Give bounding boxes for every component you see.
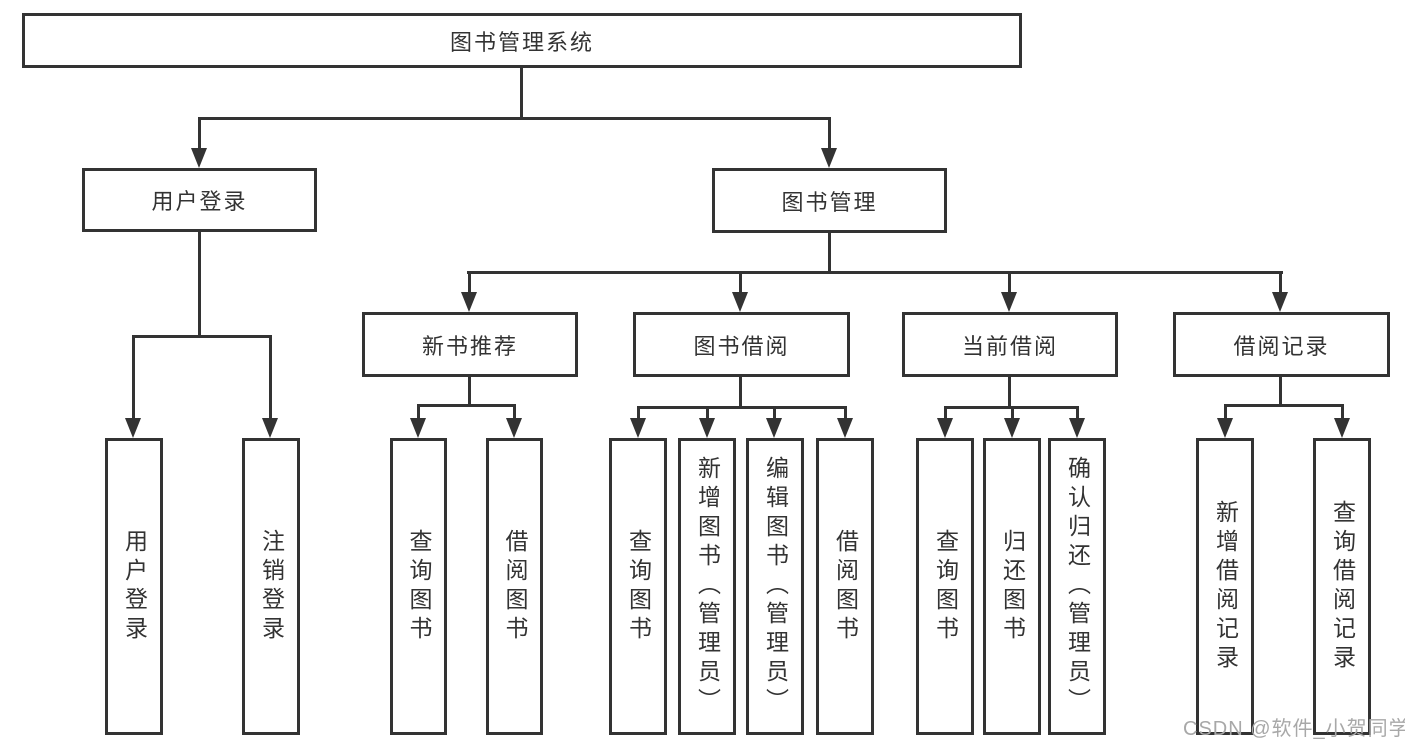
leaf-newbook-borrow-books: 借阅图书 — [486, 438, 543, 735]
connector-user-login-stem — [198, 232, 201, 338]
arrow-down-icon — [410, 418, 426, 438]
node-book-management: 图书管理 — [712, 168, 947, 233]
connector-borrowrecord-drop — [1279, 271, 1282, 292]
connector-leaf-drop — [1076, 406, 1079, 418]
leaf-user-login: 用户登录 — [105, 438, 163, 735]
connector-book-mgmt-bar — [467, 271, 1283, 274]
leaf-logout-login: 注销登录 — [242, 438, 300, 735]
leaf-newbook-query-books: 查询图书 — [390, 438, 447, 735]
arrow-down-icon — [191, 148, 207, 168]
arrow-down-icon — [1272, 292, 1288, 312]
node-user-login: 用户登录 — [82, 168, 317, 232]
leaf-return-books: 归还图书 — [983, 438, 1041, 735]
connector-user-login-drop — [198, 117, 201, 148]
connector-root-stem — [520, 68, 523, 120]
connector-leaf-drop — [132, 335, 135, 418]
arrow-down-icon — [732, 292, 748, 312]
leaf-query-borrow-record: 查询借阅记录 — [1313, 438, 1371, 735]
connector-root-bar — [198, 117, 831, 120]
connector-leaf-drop — [1224, 404, 1227, 418]
connector-leaf-drop — [944, 406, 947, 418]
leaf-add-borrow-record: 新增借阅记录 — [1196, 438, 1254, 735]
leaf-borrow-query-books: 查询图书 — [609, 438, 667, 735]
arrow-down-icon — [506, 418, 522, 438]
connector-currentborrow-stem — [1008, 377, 1011, 409]
connector-bookborrow-stem — [739, 377, 742, 409]
connector-leaf-drop — [706, 406, 709, 418]
node-library-system: 图书管理系统 — [22, 13, 1022, 68]
arrow-down-icon — [1217, 418, 1233, 438]
arrow-down-icon — [125, 418, 141, 438]
arrow-down-icon — [937, 418, 953, 438]
connector-book-mgmt-stem — [828, 233, 831, 274]
arrow-down-icon — [630, 418, 646, 438]
connector-bookborrow-drop — [739, 271, 742, 292]
arrow-down-icon — [1069, 418, 1085, 438]
connector-leaf-drop — [1011, 406, 1014, 418]
connector-leaf-drop — [773, 406, 776, 418]
arrow-down-icon — [1001, 292, 1017, 312]
connector-newbook-stem — [468, 377, 471, 407]
leaf-edit-books-admin: 编辑图书（管理员） — [746, 438, 804, 735]
connector-newbook-drop — [468, 271, 471, 292]
node-new-book-recommend: 新书推荐 — [362, 312, 578, 377]
leaf-add-books-admin: 新增图书（管理员） — [678, 438, 736, 735]
connector-leaf-drop — [269, 335, 272, 418]
connector-leaf-drop — [1341, 404, 1344, 418]
connector-leaf-drop — [637, 406, 640, 418]
node-book-borrowing: 图书借阅 — [633, 312, 850, 377]
connector-borrowrecord-stem — [1279, 377, 1282, 407]
arrow-down-icon — [821, 148, 837, 168]
arrow-down-icon — [766, 418, 782, 438]
node-borrowing-records: 借阅记录 — [1173, 312, 1390, 377]
connector-currentborrow-drop — [1008, 271, 1011, 292]
connector-bookborrow-bar — [637, 406, 847, 409]
connector-leaf-drop — [513, 404, 516, 418]
connector-leaf-drop — [844, 406, 847, 418]
connector-borrowrecord-bar — [1224, 404, 1344, 407]
arrow-down-icon — [837, 418, 853, 438]
arrow-down-icon — [1334, 418, 1350, 438]
arrow-down-icon — [699, 418, 715, 438]
arrow-down-icon — [262, 418, 278, 438]
leaf-confirm-return-admin: 确认归还（管理员） — [1048, 438, 1106, 735]
leaf-current-query-books: 查询图书 — [916, 438, 974, 735]
connector-user-login-bar — [132, 335, 272, 338]
node-current-borrowing: 当前借阅 — [902, 312, 1118, 377]
csdn-watermark: CSDN @软件_小贺同学 — [1183, 718, 1405, 740]
connector-newbook-bar — [417, 404, 516, 407]
connector-leaf-drop — [417, 404, 420, 418]
arrow-down-icon — [461, 292, 477, 312]
arrow-down-icon — [1004, 418, 1020, 438]
connector-book-mgmt-drop — [828, 117, 831, 148]
leaf-borrow-borrow-books: 借阅图书 — [816, 438, 874, 735]
